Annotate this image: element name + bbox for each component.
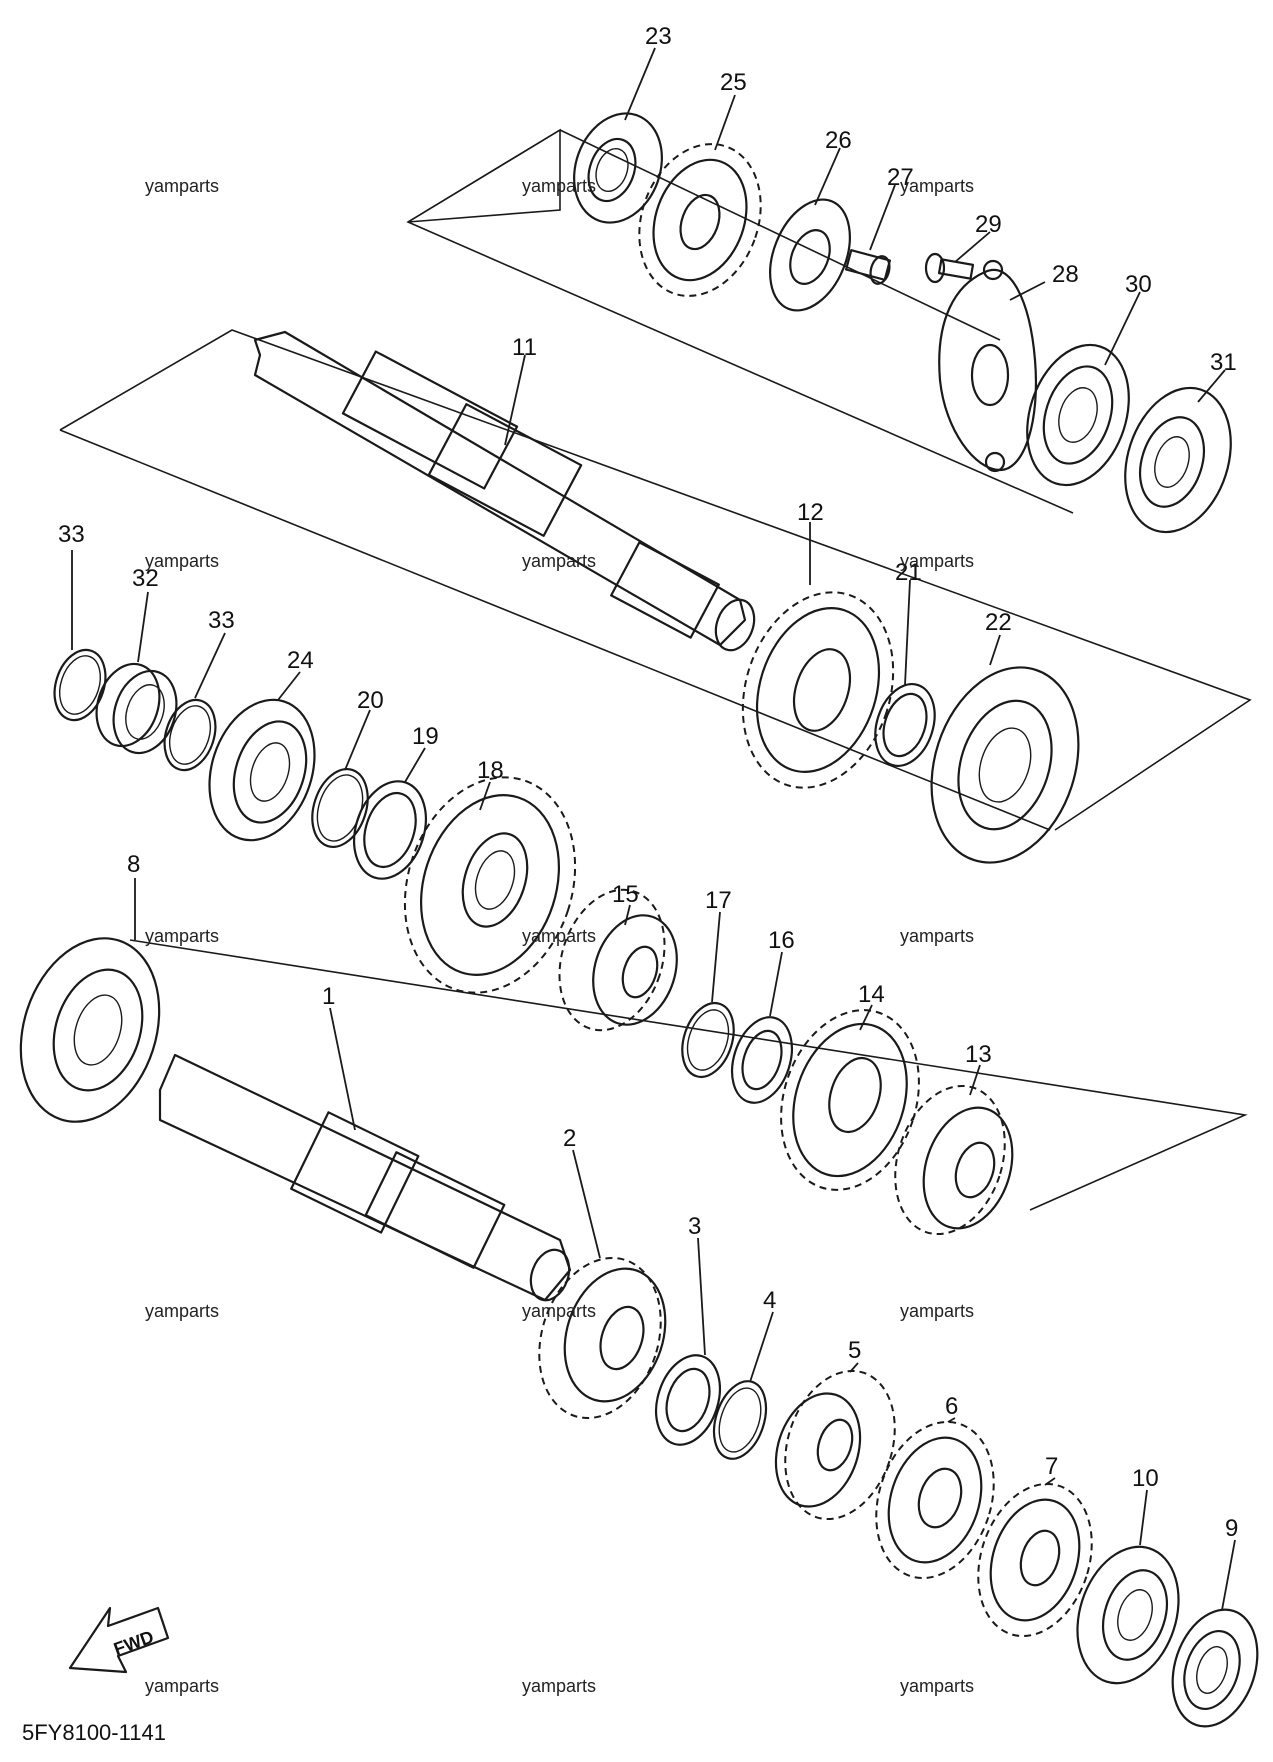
- callout-14: 14: [858, 981, 885, 1008]
- part-18-gear: [403, 776, 577, 994]
- watermark: yamparts: [145, 551, 219, 571]
- part-17-circlip: [681, 1002, 735, 1078]
- watermark: yamparts: [522, 1301, 596, 1321]
- part-32-collar: [95, 662, 178, 755]
- watermark: yamparts: [145, 1676, 219, 1696]
- callout-32: 32: [132, 565, 159, 592]
- part-13-gear: [894, 1084, 1014, 1236]
- upper-group-outline: [407, 129, 561, 223]
- callout-17: 17: [705, 887, 732, 914]
- part-14-gear: [780, 1009, 920, 1191]
- callout-7: 7: [1045, 1453, 1058, 1480]
- part-16-splined-washer: [731, 1016, 793, 1104]
- part-24-bearing: [208, 698, 316, 842]
- callout-18: 18: [477, 757, 504, 784]
- callout-numbers: 23 25 26 27 29 28 30 31 11 12 21 22 33 3…: [58, 23, 1238, 1542]
- diagram-code: 5FY8100-1141: [22, 1720, 166, 1745]
- callout-31: 31: [1210, 349, 1237, 376]
- watermark: yamparts: [145, 1301, 219, 1321]
- callout-26: 26: [825, 127, 852, 154]
- part-28-retainer-plate: [938, 259, 1037, 473]
- watermark: yamparts: [522, 176, 596, 196]
- main-axle-group-outline-left: [59, 429, 1051, 831]
- part-31-bearing: [1124, 386, 1232, 534]
- part-19-washer: [353, 780, 427, 880]
- callout-3: 3: [688, 1213, 701, 1240]
- part-21-washer: [874, 683, 936, 767]
- watermark: yamparts: [900, 1676, 974, 1696]
- part-30-oil-seal: [1026, 343, 1130, 487]
- part-33-circlip-right: [163, 698, 217, 772]
- callout-11: 11: [512, 334, 537, 361]
- part-5-gear: [774, 1369, 896, 1521]
- watermark: yamparts: [522, 551, 596, 571]
- watermarks: yamparts yamparts yamparts yamparts yamp…: [145, 176, 974, 1696]
- part-7-gear: [977, 1482, 1093, 1638]
- callout-33-left: 33: [58, 521, 85, 548]
- part-15-gear: [558, 888, 678, 1032]
- part-26-lock-washer: [769, 198, 851, 312]
- callout-16: 16: [768, 927, 795, 954]
- watermark: yamparts: [145, 176, 219, 196]
- lower-group-outline: [129, 939, 1248, 1211]
- callout-6: 6: [945, 1393, 958, 1420]
- part-27-bolt: [844, 249, 892, 285]
- callout-13: 13: [965, 1041, 992, 1068]
- callout-20: 20: [357, 687, 384, 714]
- watermark: yamparts: [145, 926, 219, 946]
- callout-30: 30: [1125, 271, 1152, 298]
- callout-22: 22: [985, 609, 1012, 636]
- fwd-arrow-icon: FWD: [68, 1606, 170, 1674]
- callout-27: 27: [887, 164, 914, 191]
- leader-lines: [71, 47, 1236, 1611]
- callout-5: 5: [848, 1337, 861, 1364]
- part-2-gear: [538, 1256, 667, 1420]
- callout-8: 8: [127, 851, 140, 878]
- part-22-bearing: [930, 666, 1080, 864]
- watermark: yamparts: [900, 1301, 974, 1321]
- part-1-main-axle: [158, 1053, 572, 1302]
- main-axle-group-outline: [59, 329, 1252, 831]
- callout-1: 1: [322, 983, 335, 1010]
- callout-25: 25: [720, 69, 747, 96]
- callout-19: 19: [412, 723, 439, 750]
- part-10-bearing: [1076, 1545, 1180, 1685]
- watermark: yamparts: [522, 926, 596, 946]
- callout-10: 10: [1132, 1465, 1159, 1492]
- part-4-circlip: [712, 1380, 768, 1460]
- callout-4: 4: [763, 1287, 776, 1314]
- callout-21: 21: [895, 559, 922, 586]
- part-11-drive-axle: [253, 330, 756, 652]
- watermark: yamparts: [522, 1676, 596, 1696]
- part-20-circlip: [311, 768, 369, 848]
- part-3-splined-washer: [655, 1354, 721, 1446]
- part-9-oil-seal: [1171, 1608, 1259, 1728]
- callout-29: 29: [975, 211, 1002, 238]
- watermark: yamparts: [900, 176, 974, 196]
- part-23-bearing: [573, 112, 663, 224]
- part-33-circlip-left: [53, 648, 107, 722]
- callout-15: 15: [612, 881, 639, 908]
- part-25-drive-sprocket: [638, 143, 762, 297]
- callout-12: 12: [797, 499, 824, 526]
- watermark: yamparts: [900, 551, 974, 571]
- callout-23: 23: [645, 23, 672, 50]
- callout-33-right: 33: [208, 607, 235, 634]
- watermark: yamparts: [900, 926, 974, 946]
- part-29-screw: [924, 252, 975, 284]
- part-8-bearing: [19, 937, 161, 1123]
- fwd-label: FWD: [111, 1627, 156, 1660]
- part-12-gear: [741, 591, 895, 789]
- callout-28: 28: [1052, 261, 1079, 288]
- callout-24: 24: [287, 647, 314, 674]
- callout-9: 9: [1225, 1515, 1238, 1542]
- part-6-gear: [875, 1420, 995, 1580]
- callout-2: 2: [563, 1125, 576, 1152]
